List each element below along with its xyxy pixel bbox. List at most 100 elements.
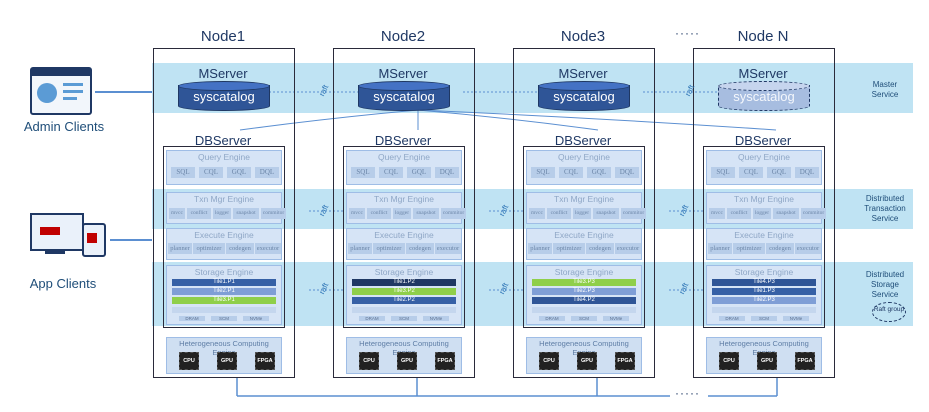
tile-bar: Tile1.P2 xyxy=(352,279,456,286)
txn-chip-mvcc: mvcc xyxy=(529,208,545,219)
tile-bar: Tile2.P3 xyxy=(712,297,816,304)
tile-bar: Tile3.P3 xyxy=(532,279,636,286)
query-chip-cql: CQL xyxy=(199,167,223,178)
query-chip-sql: SQL xyxy=(711,167,735,178)
gpu-chip-icon: GPU xyxy=(757,352,777,370)
fpga-chip-icon: FPGA xyxy=(795,352,815,370)
query-chip-gql: GQL xyxy=(767,167,791,178)
node-box xyxy=(693,48,835,378)
fpga-chip-icon: FPGA xyxy=(435,352,455,370)
txn-chip-logger: logger xyxy=(753,208,771,219)
exec-chip-codegen: codegen xyxy=(766,243,794,254)
storage-media-scm: SCM xyxy=(751,316,777,321)
tile-bar: Tile1.P3 xyxy=(712,288,816,295)
gpu-chip-icon: GPU xyxy=(577,352,597,370)
exec-chip-planner: planner xyxy=(168,243,192,254)
exec-chip-optimizer: optimizer xyxy=(733,243,765,254)
tile-bar: Tile4.P3 xyxy=(712,279,816,286)
txn-chip-commitor: commitor xyxy=(261,208,286,219)
dbserver-box xyxy=(703,146,825,328)
query-chip-dql: DQL xyxy=(795,167,819,178)
storage-media-dram: DRAM xyxy=(179,316,205,321)
storage-media-nvme: NVMe xyxy=(603,316,629,321)
dbserver-box xyxy=(163,146,285,328)
node-box xyxy=(333,48,475,378)
txn-chip-conflict: conflict xyxy=(547,208,571,219)
catalog-arrow-node3 xyxy=(417,109,599,131)
storage-media-scm: SCM xyxy=(571,316,597,321)
syscatalog-cylinder: syscatalog xyxy=(538,81,630,111)
execute-engine-title: Execute Engine xyxy=(734,230,794,240)
mserver-label: MServer xyxy=(738,66,788,81)
txn-chip-snapshot: snapshot xyxy=(593,208,619,219)
query-chip-sql: SQL xyxy=(171,167,195,178)
fpga-chip-icon: FPGA xyxy=(255,352,275,370)
heterogeneous-computing-engine: Heterogeneous Computing EngineCPUGPUFPGA xyxy=(166,337,282,374)
txn-chip-conflict: conflict xyxy=(367,208,391,219)
query-engine-title: Query Engine xyxy=(558,152,610,162)
cpu-chip-icon: CPU xyxy=(359,352,379,370)
txn-chip-conflict: conflict xyxy=(727,208,751,219)
exec-chip-executor: executor xyxy=(255,243,281,254)
admin-dashboard-icon xyxy=(30,67,92,115)
syscatalog-cylinder: syscatalog xyxy=(358,81,450,111)
gpu-chip-icon: GPU xyxy=(397,352,417,370)
tile-bar: Tile3.P1 xyxy=(172,297,276,304)
txn-chip-snapshot: snapshot xyxy=(413,208,439,219)
tile-bar: Tile2.P3 xyxy=(532,288,636,295)
storage-engine-title: Storage Engine xyxy=(734,267,794,277)
dbserver-label: DBServer xyxy=(374,133,432,148)
cpu-chip-icon: CPU xyxy=(719,352,739,370)
exec-chip-planner: planner xyxy=(528,243,552,254)
query-engine-title: Query Engine xyxy=(198,152,250,162)
txn-chip-logger: logger xyxy=(393,208,411,219)
tile-bar: Tile4.P2 xyxy=(532,297,636,304)
transaction-service-label: Distributed Transaction Service xyxy=(864,194,906,223)
exec-chip-planner: planner xyxy=(708,243,732,254)
storage-media-dram: DRAM xyxy=(719,316,745,321)
dbserver-box xyxy=(523,146,645,328)
app-clients-label: App Clients xyxy=(29,276,97,291)
query-chip-gql: GQL xyxy=(587,167,611,178)
tile-bar: Tile2.P2 xyxy=(352,297,456,304)
fpga-chip-icon: FPGA xyxy=(615,352,635,370)
app-devices-icon xyxy=(30,213,110,263)
exec-chip-executor: executor xyxy=(435,243,461,254)
execute-engine-title: Execute Engine xyxy=(194,230,254,240)
txn-chip-mvcc: mvcc xyxy=(169,208,185,219)
exec-chip-optimizer: optimizer xyxy=(193,243,225,254)
txn-engine-title: Txn Mgr Engine xyxy=(734,194,794,204)
txn-chip-conflict: conflict xyxy=(187,208,211,219)
execute-engine-title: Execute Engine xyxy=(374,230,434,240)
dbserver-label: DBServer xyxy=(554,133,612,148)
catalog-arrow-node1 xyxy=(239,109,419,131)
query-chip-cql: CQL xyxy=(379,167,403,178)
storage-media-dram: DRAM xyxy=(359,316,385,321)
txn-engine-title: Txn Mgr Engine xyxy=(554,194,614,204)
bus-ellipsis: ····· xyxy=(675,386,700,400)
query-chip-sql: SQL xyxy=(351,167,375,178)
txn-engine-title: Txn Mgr Engine xyxy=(194,194,254,204)
node-title: Node3 xyxy=(560,28,606,45)
tile-slot-empty xyxy=(712,307,816,313)
storage-engine-title: Storage Engine xyxy=(194,267,254,277)
dbserver-label: DBServer xyxy=(194,133,252,148)
storage-engine-title: Storage Engine xyxy=(374,267,434,277)
query-engine-title: Query Engine xyxy=(378,152,430,162)
storage-service-label: Distributed Storage Service xyxy=(865,270,905,299)
query-chip-sql: SQL xyxy=(531,167,555,178)
txn-chip-commitor: commitor xyxy=(801,208,826,219)
tile-slot-empty xyxy=(532,307,636,313)
